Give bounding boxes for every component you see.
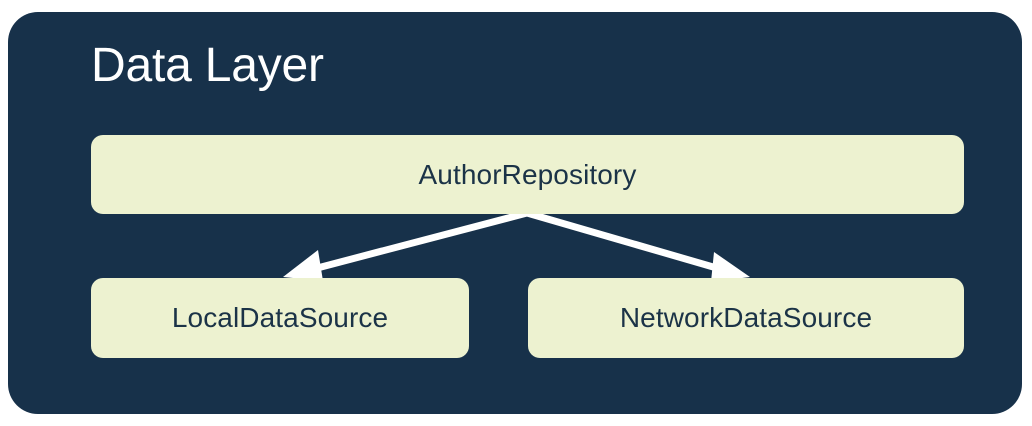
node-network-data-source[interactable]: NetworkDataSource xyxy=(528,278,964,358)
node-label: NetworkDataSource xyxy=(619,302,873,333)
node-label: LocalDataSource xyxy=(171,302,389,333)
node-author-repository[interactable]: AuthorRepository xyxy=(91,135,964,214)
node-local-data-source[interactable]: LocalDataSource xyxy=(91,278,469,358)
page-title: Data Layer xyxy=(91,39,324,92)
node-label: AuthorRepository xyxy=(418,158,637,190)
